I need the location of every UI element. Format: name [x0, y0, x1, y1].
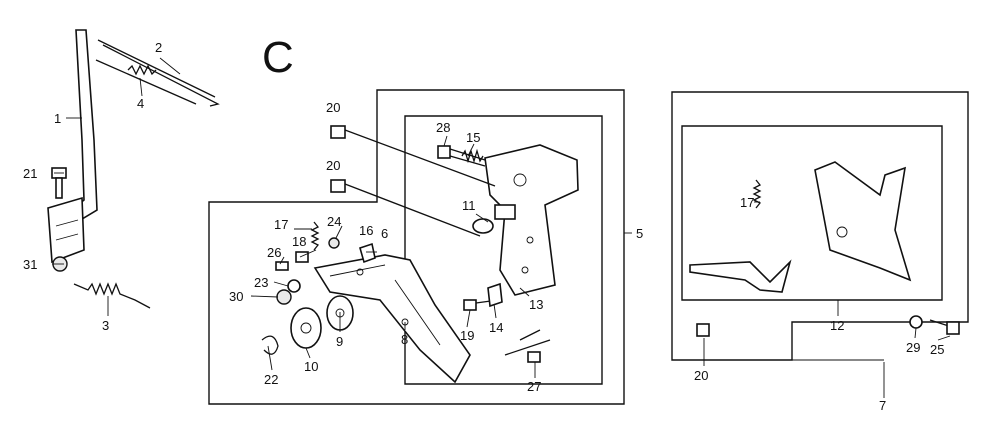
part-17-spring-mid: [310, 221, 320, 251]
callout-31: 31: [23, 257, 37, 272]
callout-labels: 1 2 3 4 5 6 7 8 9 10 11 12 13 14 15 16 1…: [23, 40, 944, 413]
part-10-cam: [290, 307, 322, 349]
callout-7: 7: [879, 398, 886, 413]
callout-22: 22: [264, 372, 278, 387]
part-20-bolt-upper: [330, 125, 496, 187]
part-11-collar: [472, 204, 516, 234]
callout-17-right: 17: [740, 195, 754, 210]
part-4-spring: [127, 64, 157, 76]
part-16-clip: [359, 242, 376, 264]
callout-12: 12: [830, 318, 844, 333]
callout-19: 19: [460, 328, 474, 343]
callout-15: 15: [466, 130, 480, 145]
callout-20: 20: [326, 100, 340, 115]
part-12-plate-assembly: [689, 161, 912, 293]
callout-9: 9: [336, 334, 343, 349]
part-17-spring-right: [752, 179, 762, 209]
part-13-plate: [484, 144, 579, 296]
group-5-outline: [208, 89, 625, 405]
callout-23: 23: [254, 275, 268, 290]
callout-5: 5: [636, 226, 643, 241]
callout-16: 16: [359, 223, 373, 238]
callout-26: 26: [267, 245, 281, 260]
callout-25: 25: [930, 342, 944, 357]
callout-28: 28: [436, 120, 450, 135]
part-14-bracket: [487, 282, 503, 308]
callout-2: 2: [155, 40, 162, 55]
part-26-pin: [275, 261, 289, 271]
callout-8: 8: [401, 332, 408, 347]
callout-13: 13: [529, 297, 543, 312]
part-22-clip: [261, 335, 279, 355]
group-7-outline: [671, 91, 969, 361]
callout-30: 30: [229, 289, 243, 304]
section-letter: C: [262, 33, 294, 82]
part-15-spring: [461, 148, 484, 164]
callout-21: 21: [23, 166, 37, 181]
leader-lines: [52, 57, 951, 398]
callout-27: 27: [527, 379, 541, 394]
callout-10: 10: [304, 359, 318, 374]
part-27-bolt: [504, 329, 551, 363]
callout-20-second: 20: [326, 158, 340, 173]
part-23-washer: [287, 279, 301, 293]
callout-20-right: 20: [694, 368, 708, 383]
callout-24: 24: [327, 214, 341, 229]
part-25-bolt: [929, 319, 960, 335]
part-1-rod: [47, 29, 98, 264]
part-2-link-rod: [95, 39, 220, 107]
callout-29: 29: [906, 340, 920, 355]
callout-14: 14: [489, 320, 503, 335]
callout-4: 4: [137, 96, 144, 111]
part-6-8-lever-arm: [313, 254, 471, 384]
group-12-inner-outline: [681, 125, 943, 301]
callout-1: 1: [54, 111, 61, 126]
callout-18: 18: [292, 234, 306, 249]
part-24-nut: [328, 237, 340, 249]
part-30-nut: [276, 289, 292, 305]
part-29-washer: [909, 315, 923, 329]
part-20-bolt-lower: [330, 179, 481, 237]
part-20-bolt-right: [696, 323, 710, 337]
callout-11: 11: [462, 198, 476, 213]
part-3-spring: [73, 282, 151, 309]
callout-17: 17: [274, 217, 288, 232]
callout-6: 6: [381, 226, 388, 241]
part-18-collar: [295, 251, 309, 263]
callout-3: 3: [102, 318, 109, 333]
part-21-bolt: [51, 167, 67, 199]
